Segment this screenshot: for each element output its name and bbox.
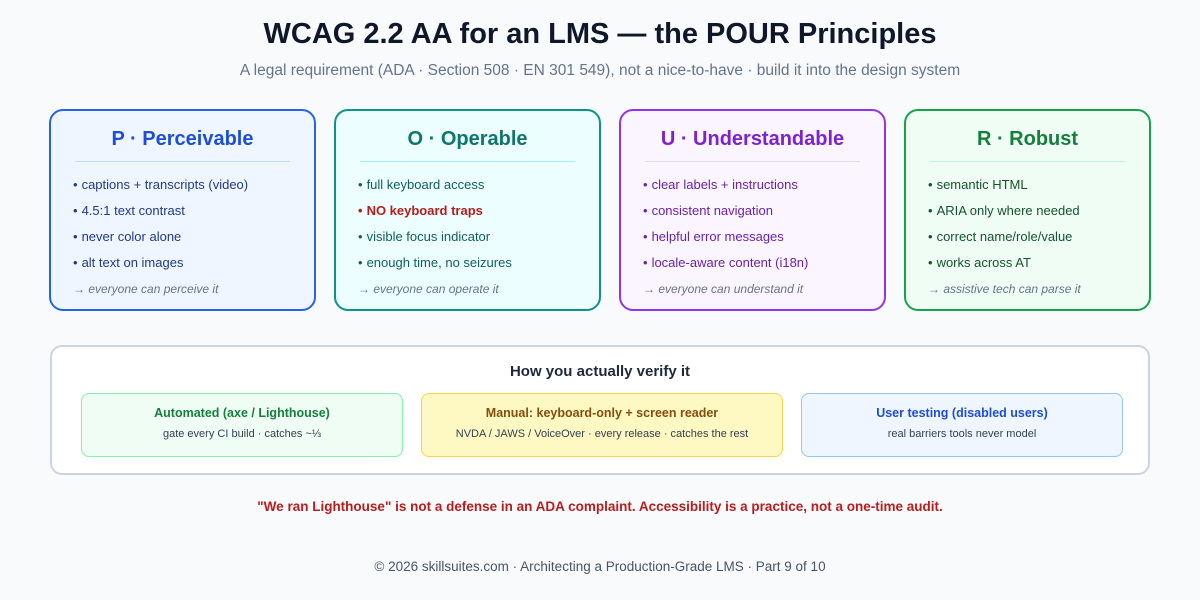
list-item-text: visible focus indicator <box>366 229 491 244</box>
list-item: •helpful error messages <box>643 224 862 250</box>
list-item: •alt text on images <box>73 250 292 276</box>
list-item-text: NO keyboard traps <box>366 203 483 218</box>
list-item: •works across AT <box>928 250 1127 276</box>
list-item-text: semantic HTML <box>936 177 1028 192</box>
principle-title: P · Perceivable <box>111 128 254 150</box>
bullet-icon: • <box>73 177 78 192</box>
bullet-icon: • <box>928 229 933 244</box>
principle-list: •captions + transcripts (video) •4.5:1 t… <box>73 172 292 276</box>
list-item-text: captions + transcripts (video) <box>81 177 249 192</box>
warning-note: "We ran Lighthouse" is not a defense in … <box>257 499 943 514</box>
method-description: gate every CI build · catches ~⅓ <box>162 428 322 440</box>
list-item: •NO keyboard traps <box>358 198 577 224</box>
method-title: User testing (disabled users) <box>876 406 1048 420</box>
principle-title: O · Operable <box>407 128 528 150</box>
list-item: •4.5:1 text contrast <box>73 198 292 224</box>
principle-divider <box>75 161 290 162</box>
bullet-icon: • <box>358 255 363 270</box>
list-item-text: 4.5:1 text contrast <box>81 203 185 218</box>
list-item: •ARIA only where needed <box>928 198 1127 224</box>
list-item-text: never color alone <box>81 229 182 244</box>
page-title: WCAG 2.2 AA for an LMS — the POUR Princi… <box>263 18 937 50</box>
method-automated: Automated (axe / Lighthouse) gate every … <box>81 393 403 457</box>
method-description: NVDA / JAWS / VoiceOver · every release … <box>455 428 749 440</box>
list-item: •never color alone <box>73 224 292 250</box>
list-item-text: helpful error messages <box>651 229 784 244</box>
method-description: real barriers tools never model <box>887 428 1037 440</box>
principle-list: •full keyboard access •NO keyboard traps… <box>358 172 577 276</box>
list-item: •consistent navigation <box>643 198 862 224</box>
list-item: •captions + transcripts (video) <box>73 172 292 198</box>
bullet-icon: • <box>643 229 648 244</box>
bullet-icon: • <box>358 177 363 192</box>
list-item: •visible focus indicator <box>358 224 577 250</box>
bullet-icon: • <box>73 203 78 218</box>
principle-card-perceivable: P · Perceivable •captions + transcripts … <box>49 109 316 311</box>
list-item-text: works across AT <box>936 255 1031 270</box>
list-item-text: ARIA only where needed <box>936 203 1080 218</box>
principle-title: U · Understandable <box>660 128 845 150</box>
list-item: •enough time, no seizures <box>358 250 577 276</box>
principle-card-understandable: U · Understandable •clear labels + instr… <box>619 109 886 311</box>
page-subtitle: A legal requirement (ADA · Section 508 ·… <box>239 62 961 79</box>
principle-outcome: → everyone can understand it <box>643 282 804 296</box>
principle-card-robust: R · Robust •semantic HTML •ARIA only whe… <box>904 109 1151 311</box>
principle-divider <box>360 161 575 162</box>
bullet-icon: • <box>73 229 78 244</box>
method-title: Automated (axe / Lighthouse) <box>154 406 330 420</box>
bullet-icon: • <box>73 255 78 270</box>
principle-card-operable: O · Operable •full keyboard access •NO k… <box>334 109 601 311</box>
list-item-text: correct name/role/value <box>936 229 1073 244</box>
principle-divider <box>645 161 860 162</box>
list-item-text: enough time, no seizures <box>366 255 512 270</box>
list-item: •semantic HTML <box>928 172 1127 198</box>
list-item: •correct name/role/value <box>928 224 1127 250</box>
verification-panel: How you actually verify it Automated (ax… <box>50 345 1150 475</box>
principle-list: •semantic HTML •ARIA only where needed •… <box>928 172 1127 276</box>
list-item-text: full keyboard access <box>366 177 485 192</box>
principle-divider <box>930 161 1125 162</box>
bullet-icon: • <box>928 203 933 218</box>
list-item-text: consistent navigation <box>651 203 773 218</box>
principle-title: R · Robust <box>976 128 1079 150</box>
method-manual: Manual: keyboard-only + screen reader NV… <box>421 393 783 457</box>
bullet-icon: • <box>928 255 933 270</box>
list-item: •clear labels + instructions <box>643 172 862 198</box>
page-footer: © 2026 skillsuites.com · Architecting a … <box>374 559 826 574</box>
list-item-text: clear labels + instructions <box>651 177 798 192</box>
list-item-text: locale-aware content (i18n) <box>651 255 809 270</box>
principle-list: •clear labels + instructions •consistent… <box>643 172 862 276</box>
principle-outcome: → assistive tech can parse it <box>928 282 1081 296</box>
list-item: •locale-aware content (i18n) <box>643 250 862 276</box>
list-item-text: alt text on images <box>81 255 184 270</box>
bullet-icon: • <box>643 177 648 192</box>
bullet-icon: • <box>358 229 363 244</box>
bullet-icon: • <box>928 177 933 192</box>
list-item: •full keyboard access <box>358 172 577 198</box>
method-user-testing: User testing (disabled users) real barri… <box>801 393 1123 457</box>
bullet-icon: • <box>358 203 363 218</box>
principle-outcome: → everyone can operate it <box>358 282 499 296</box>
verification-title: How you actually verify it <box>509 363 691 380</box>
method-title: Manual: keyboard-only + screen reader <box>485 406 719 420</box>
bullet-icon: • <box>643 203 648 218</box>
bullet-icon: • <box>643 255 648 270</box>
principle-outcome: → everyone can perceive it <box>73 282 219 296</box>
